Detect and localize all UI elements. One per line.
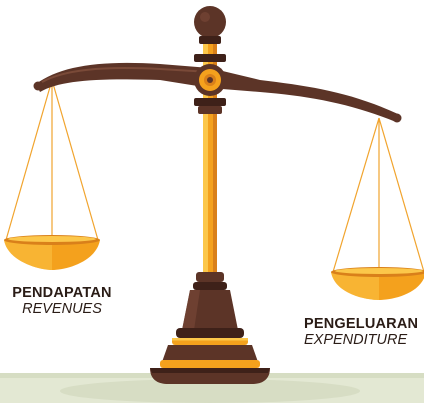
balance-beam xyxy=(33,62,402,123)
pivot-hub xyxy=(194,54,226,114)
top-finial xyxy=(194,6,226,44)
right-pan xyxy=(331,267,424,300)
revenues-label-sub: REVENUES xyxy=(22,300,102,317)
left-pan xyxy=(4,235,100,270)
column-joint xyxy=(193,272,227,290)
revenues-label-main: PENDAPATAN xyxy=(12,285,112,301)
expenditure-label-sub: EXPENDITURE xyxy=(304,331,408,348)
revenues-label: PENDAPATAN REVENUES xyxy=(0,285,132,318)
expenditure-label-main: PENGELUARAN xyxy=(304,316,419,332)
scale-base xyxy=(150,290,270,384)
floor-shadow xyxy=(60,379,360,403)
right-pan-strings xyxy=(332,117,424,273)
expenditure-label: PENGELUARAN EXPENDITURE xyxy=(304,316,419,349)
left-pan-strings xyxy=(5,79,99,241)
